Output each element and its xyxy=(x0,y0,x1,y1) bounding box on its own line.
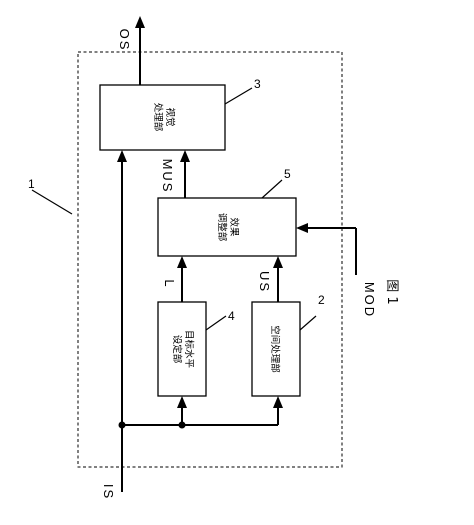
visual-ref-leader xyxy=(224,87,253,105)
target-ref-label: 4 xyxy=(228,309,235,323)
visual-ref-label: 3 xyxy=(254,77,261,91)
visual-block-text-2: 处理部 xyxy=(152,103,164,132)
spatial-processing-block xyxy=(251,301,301,397)
visual-block-text-1: 视觉 xyxy=(164,107,176,126)
mod-label: MOD xyxy=(362,282,377,318)
effect-ref-label: 5 xyxy=(284,167,291,181)
device-leader-line xyxy=(31,189,73,215)
effect-block-text-1: 效果 xyxy=(228,217,240,237)
effect-ref-leader xyxy=(261,179,283,199)
target-block-text-2: 设定部 xyxy=(171,335,183,364)
spatial-ref-leader xyxy=(299,315,317,331)
target-ref-leader xyxy=(205,315,227,331)
spatial-ref-label: 2 xyxy=(318,293,325,307)
junction-dot-1 xyxy=(118,421,126,429)
os-label: OS xyxy=(117,29,132,52)
visual-processing-block xyxy=(99,84,226,151)
effect-block-text-2: 调整部 xyxy=(216,213,228,242)
l-signal-arrowhead xyxy=(177,256,187,268)
figure-label: 图 1 xyxy=(384,279,399,304)
us-signal-arrowhead xyxy=(273,256,283,268)
l-label: L xyxy=(162,279,177,288)
mus-signal-arrowhead xyxy=(180,150,190,162)
spatial-block-text: 空间处理部 xyxy=(269,325,281,373)
is-label: IS xyxy=(101,484,116,500)
us-label: US xyxy=(257,271,272,293)
device-ref-label: 1 xyxy=(28,177,35,191)
os-arrowhead xyxy=(135,16,145,28)
device-boundary xyxy=(77,51,343,468)
target-block-text-1: 目标水平 xyxy=(183,330,195,369)
mus-label: MUS xyxy=(160,159,175,194)
is-to-target-arrowhead xyxy=(177,396,187,408)
effect-adjustment-block xyxy=(157,197,297,257)
is-to-visual-arrowhead xyxy=(117,150,127,162)
is-to-spatial-arrowhead xyxy=(273,396,283,408)
mod-arrowhead xyxy=(296,223,308,233)
